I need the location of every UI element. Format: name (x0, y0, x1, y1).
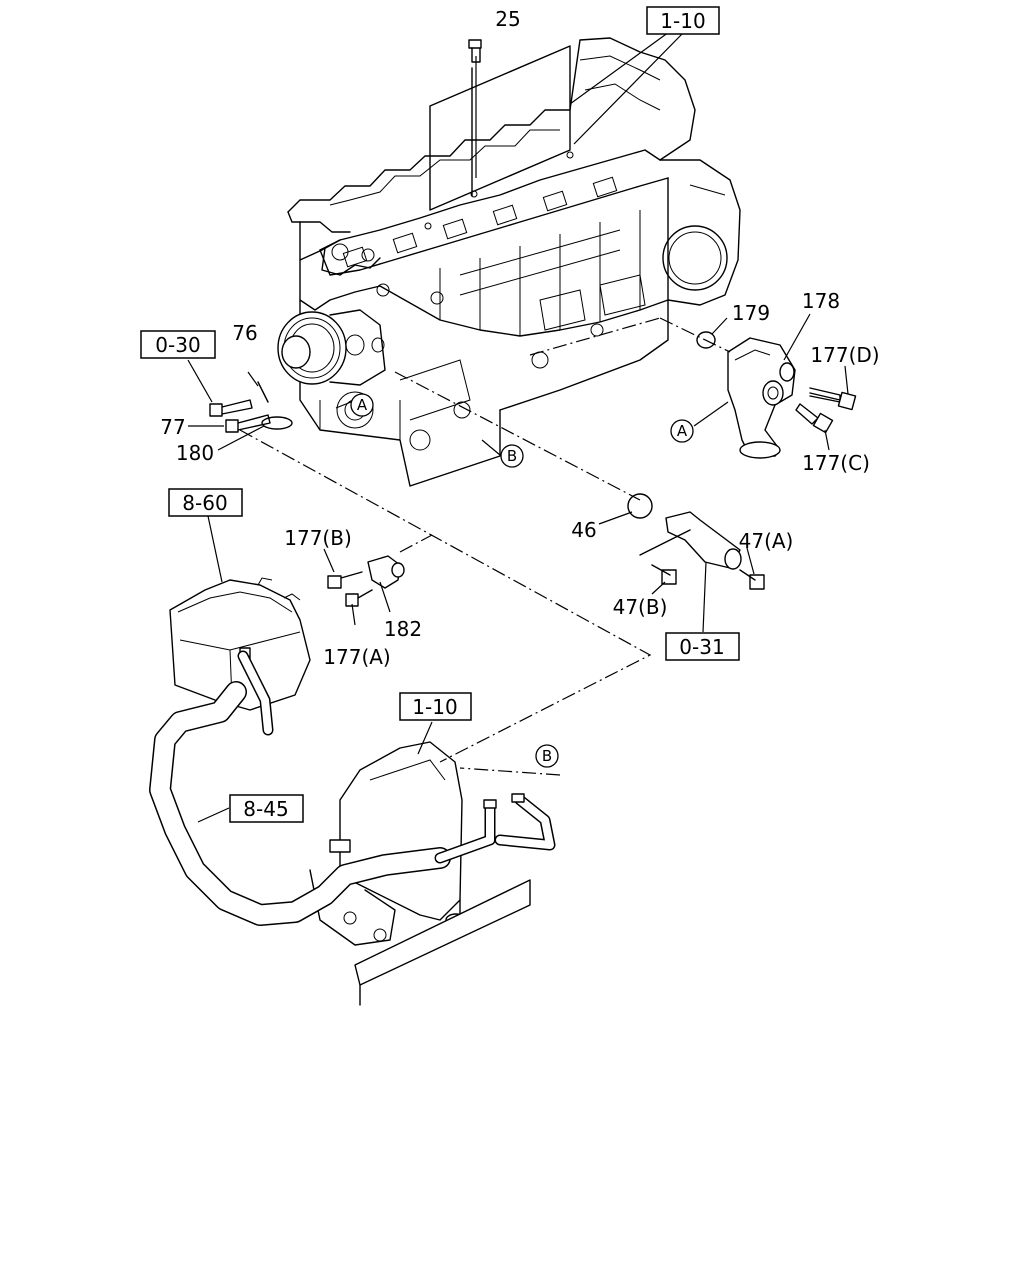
ref-label: 8-60 (182, 491, 227, 515)
callout-76: 76 (232, 321, 257, 345)
ref-label: 0-30 (155, 333, 200, 357)
ref-box-8-60: 8-60 (168, 488, 243, 517)
callout-177-c: 177(C) (802, 451, 870, 475)
ref-box-0-31: 0-31 (665, 632, 740, 661)
callout-labels: 25 76 77 180 179 178 177(D) 177(C) 46 47… (160, 7, 879, 669)
centerlines (239, 317, 731, 776)
bolt-177-d (809, 387, 857, 411)
marker-b-radiator: B (535, 744, 559, 768)
callout-182: 182 (384, 617, 422, 641)
marker-letter: B (507, 447, 517, 465)
callout-177-b: 177(B) (284, 526, 352, 550)
thermostat-housing-178 (696, 331, 796, 459)
callout-178: 178 (802, 289, 840, 313)
hoses (149, 650, 556, 926)
marker-b-engine: B (500, 444, 524, 468)
callout-179: 179 (732, 301, 770, 325)
bolts-0-30 (209, 381, 293, 433)
engine-block (277, 37, 741, 487)
leader-lines (187, 31, 849, 823)
callout-47-b: 47(B) (613, 595, 668, 619)
marker-a-housing: A (670, 419, 694, 443)
callout-180: 180 (176, 441, 214, 465)
callout-46: 46 (571, 518, 596, 542)
water-pipe-assembly (627, 493, 765, 590)
ref-box-1-10-mid: 1-10 (399, 692, 472, 721)
marker-a-engine: A (350, 393, 374, 417)
ref-label: 8-45 (243, 797, 288, 821)
callout-25: 25 (495, 7, 520, 31)
marker-letter: A (677, 422, 688, 440)
ref-label: 1-10 (412, 695, 457, 719)
ref-label: 0-31 (679, 635, 724, 659)
bolt-177-c (795, 403, 834, 434)
marker-letter: B (542, 747, 552, 765)
bolt-25 (468, 39, 482, 63)
ref-label: 1-10 (660, 9, 705, 33)
ref-box-0-30: 0-30 (140, 330, 216, 359)
ref-box-1-10-top: 1-10 (646, 6, 720, 35)
sensor-182 (327, 555, 405, 607)
callout-177-d: 177(D) (810, 343, 879, 367)
callout-77: 77 (160, 415, 185, 439)
callout-177-a: 177(A) (323, 645, 390, 669)
callout-47-a: 47(A) (739, 529, 794, 553)
ref-box-8-45: 8-45 (229, 794, 304, 823)
marker-letter: A (357, 396, 368, 414)
